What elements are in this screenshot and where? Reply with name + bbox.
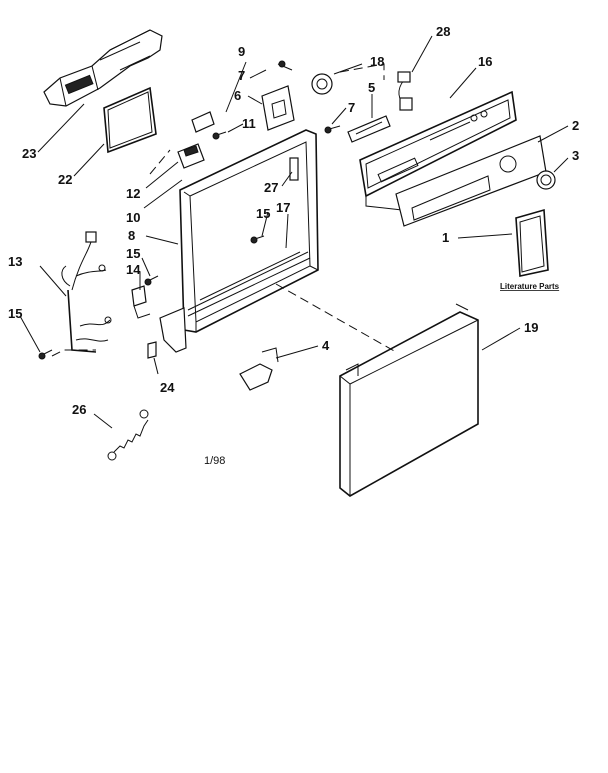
literature-parts-label: Literature Parts [500,282,560,291]
callout-1: 1 [442,230,449,245]
leader-lines [19,35,569,429]
callout-4: 4 [322,338,330,353]
alignment-lines [51,63,397,357]
part-1-literature [515,208,549,277]
callout-12: 12 [126,186,140,201]
callout-7-top: 7 [238,68,245,83]
part-18-dispenser [311,73,333,95]
part-16-control-panel [359,90,517,211]
callout-26: 26 [72,402,86,417]
callout-15-center: 15 [256,206,270,221]
callout-5: 5 [368,80,375,95]
callout-28: 28 [436,24,450,39]
part-6-bracket [261,85,295,131]
screw-15a [250,235,265,244]
screw-15c [38,349,53,360]
callout-7-mid: 7 [348,100,355,115]
callout-22: 22 [58,172,72,187]
callout-19: 19 [524,320,538,335]
part-27-switch [289,157,299,181]
callouts: 9 7 6 11 18 5 7 28 16 2 3 1 Literature P… [8,24,579,467]
part-8-door-frame [159,129,319,353]
callout-11: 11 [242,116,256,131]
callout-18: 18 [370,54,384,69]
part-2-console [395,135,547,227]
part-14-switch [131,285,151,319]
part-23-housing [43,29,163,107]
screw-7b [324,125,341,134]
callout-2: 2 [572,118,579,133]
callout-6: 6 [234,88,241,103]
part-4-hinge [239,347,279,391]
part-19-door-panel [339,303,479,497]
screw-15b [144,275,159,286]
callout-15-bottom: 15 [8,306,22,321]
screw-7a [277,60,293,71]
part-22-panel [103,86,157,154]
part-3-knob [536,170,556,190]
date-code: 1/98 [204,455,225,467]
part-26-spring [107,409,149,461]
part-13-wire-harness [61,231,112,353]
part-28-connector [397,71,413,111]
callout-9: 9 [238,44,245,59]
callout-24: 24 [160,380,175,395]
callout-13: 13 [8,254,22,269]
part-12-strike [177,143,205,169]
screw-11 [212,131,227,140]
part-9-latch [191,111,215,133]
part-5-button-strip [347,115,391,143]
callout-8: 8 [128,228,135,243]
callout-10: 10 [126,210,140,225]
callout-14: 14 [126,262,141,277]
callout-16: 16 [478,54,492,69]
callout-15-left: 15 [126,246,140,261]
callout-3: 3 [572,148,579,163]
part-24-clip [147,341,157,359]
callout-17: 17 [276,200,290,215]
callout-23: 23 [22,146,36,161]
callout-27: 27 [264,180,278,195]
